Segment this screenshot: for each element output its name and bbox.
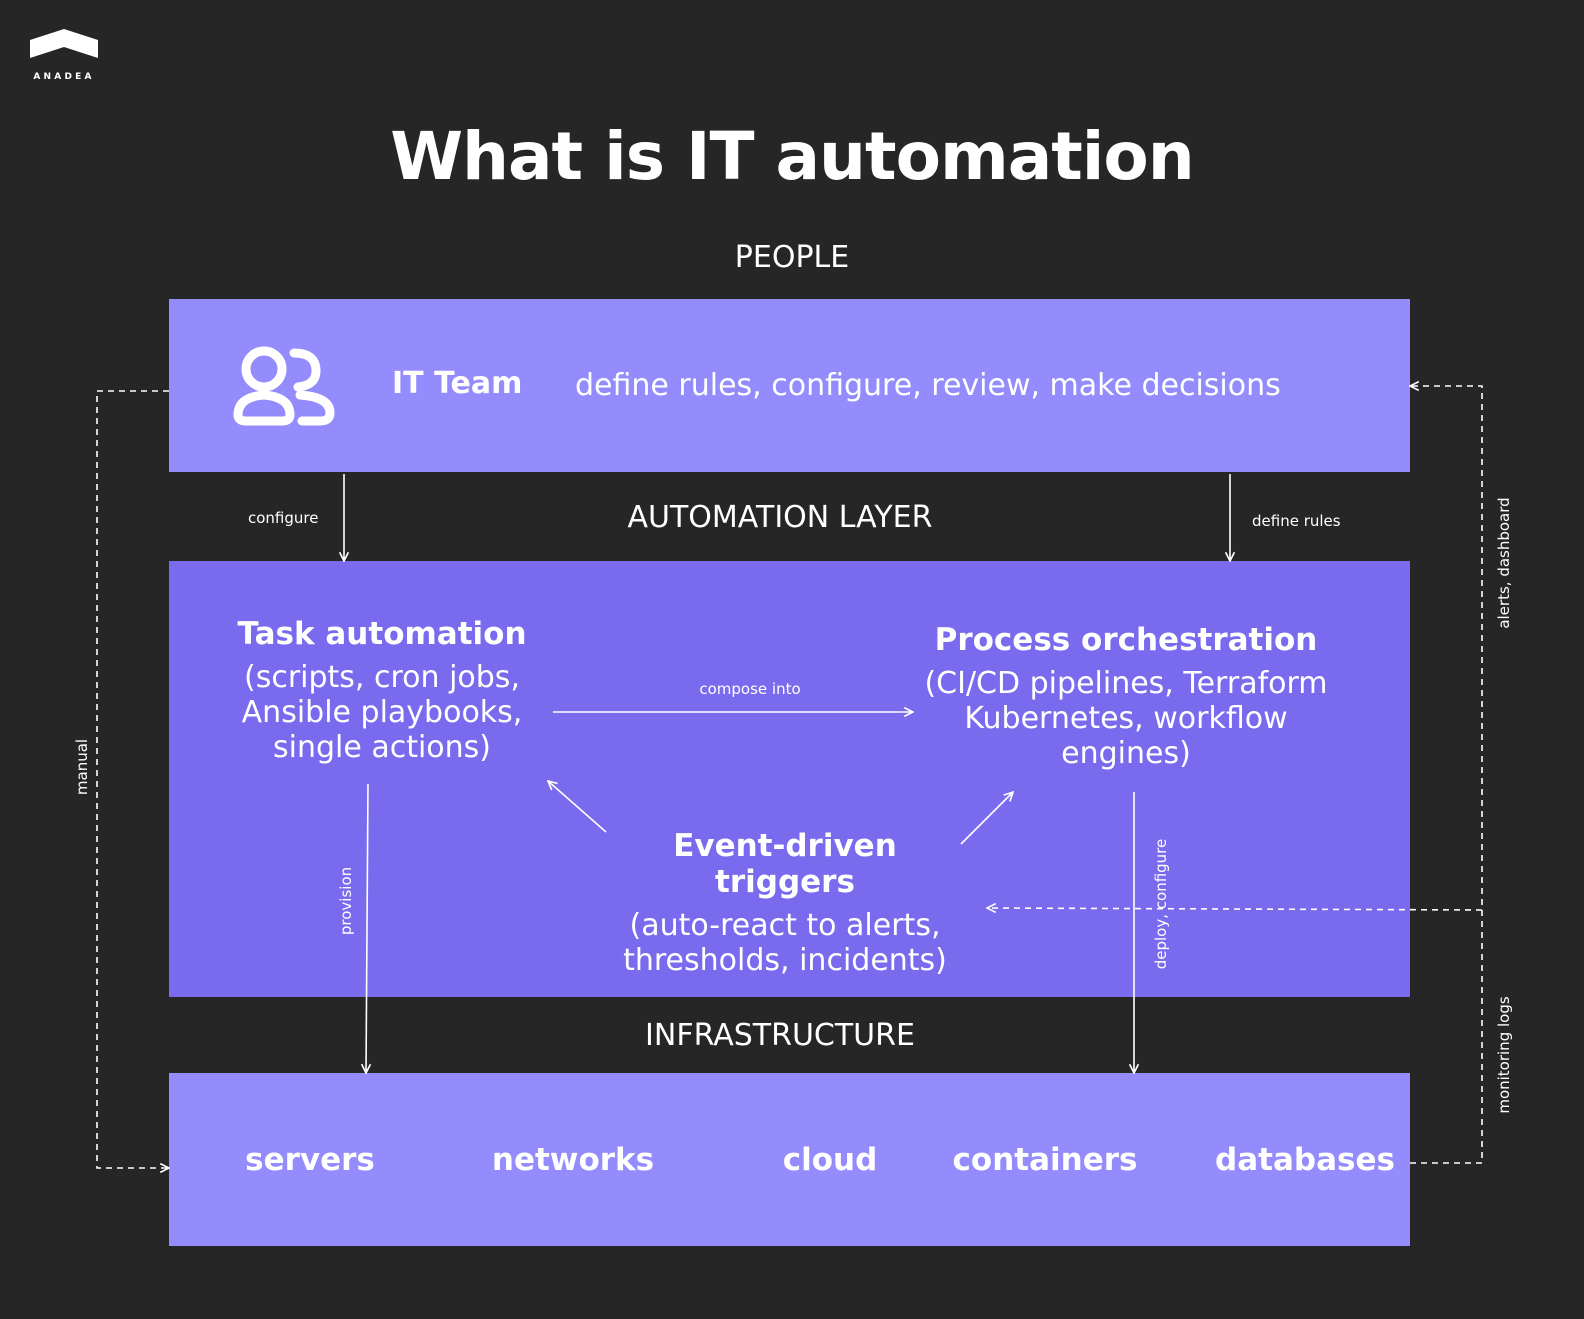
layer-label-people: PEOPLE — [734, 240, 850, 275]
edge-label-manual: manual — [73, 738, 91, 796]
event-driven-description: (auto-react to alerts, thresholds, incid… — [600, 908, 970, 978]
process-orchestration-description: (CI/CD pipelines, Terraform Kubernetes, … — [908, 666, 1344, 771]
edge-events-to-task-line — [548, 781, 607, 833]
task-automation-line: Ansible playbooks, — [241, 695, 523, 730]
event-driven-line: (auto-react to alerts, — [629, 908, 941, 943]
infra-item-servers: servers — [245, 1142, 375, 1178]
team-label: IT Team — [392, 366, 523, 401]
people-panel — [169, 299, 1410, 472]
event-driven-title: Event-driven triggers — [673, 828, 897, 900]
edge-label-configure: configure — [248, 509, 319, 527]
process-orchestration-line: engines) — [1061, 736, 1191, 771]
event-driven-block: Event-driven triggers (auto-react to ale… — [600, 828, 970, 978]
infra-item-databases: databases — [1215, 1142, 1395, 1178]
edge-monitoring-to-events-line — [987, 908, 1483, 910]
infra-item-cloud: cloud — [782, 1142, 878, 1178]
layer-label-automation: AUTOMATION LAYER — [627, 500, 933, 535]
edge-label-define-rules: define rules — [1252, 512, 1341, 530]
process-orchestration-block: Process orchestration (CI/CD pipelines, … — [908, 622, 1344, 771]
edge-label-compose-into: compose into — [699, 680, 801, 698]
task-automation-block: Task automation (scripts, cron jobs, Ans… — [222, 616, 542, 765]
automation-panel — [169, 561, 1410, 997]
edge-provision-line — [366, 783, 368, 1073]
edge-label-alerts-dashboard: alerts, dashboard — [1495, 497, 1513, 629]
brand-logo: ANADEA — [28, 28, 100, 82]
event-driven-line: thresholds, incidents) — [623, 943, 947, 978]
process-orchestration-line: Kubernetes, workflow — [964, 701, 1288, 736]
edge-label-deploy-configure: deploy, configure — [1152, 838, 1170, 970]
team-description: define rules, configure, review, make de… — [575, 368, 1281, 403]
team-people-icon — [232, 345, 336, 427]
task-automation-line: (scripts, cron jobs, — [244, 660, 520, 695]
process-orchestration-title: Process orchestration — [934, 622, 1318, 658]
infra-item-containers: containers — [952, 1142, 1138, 1178]
layer-label-infrastructure: INFRASTRUCTURE — [645, 1018, 915, 1053]
brand-name: ANADEA — [33, 72, 95, 82]
edge-label-provision: provision — [337, 866, 355, 936]
page-title: What is IT automation — [390, 118, 1195, 195]
process-orchestration-line: (CI/CD pipelines, Terraform — [924, 666, 1328, 701]
edge-label-monitoring-logs: monitoring logs — [1495, 996, 1513, 1114]
roof-chevron-icon — [30, 29, 98, 58]
edge-manual-line — [96, 390, 169, 1168]
task-automation-line: single actions) — [272, 730, 492, 765]
infrastructure-panel — [169, 1073, 1410, 1246]
edge-alerts-dashboard-line — [1410, 386, 1483, 1164]
task-automation-title: Task automation — [237, 616, 527, 652]
task-automation-description: (scripts, cron jobs, Ansible playbooks, … — [222, 660, 542, 765]
edge-events-to-process-line — [960, 792, 1013, 845]
infra-item-networks: networks — [491, 1142, 655, 1178]
